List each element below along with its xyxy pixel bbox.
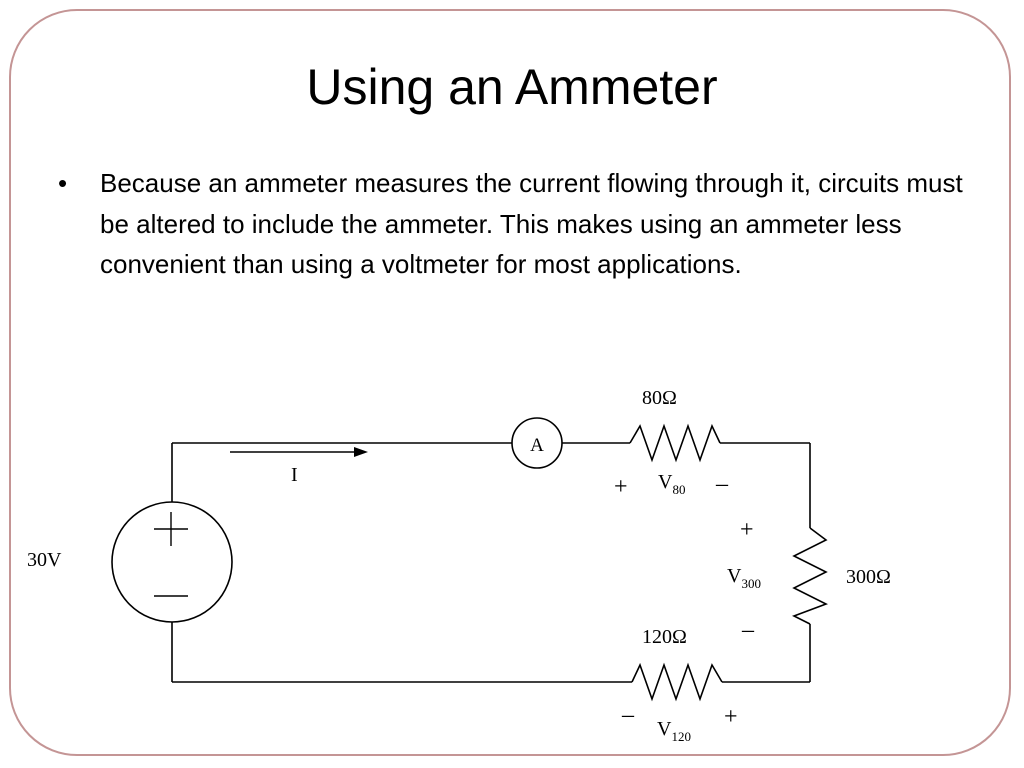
slide-frame bbox=[9, 9, 1011, 756]
v300-minus-sign: – bbox=[741, 617, 755, 643]
v300-plus-sign: + bbox=[740, 517, 754, 543]
bullet-icon: • bbox=[58, 168, 68, 198]
v120-label: V120 bbox=[657, 718, 691, 744]
resistor-80-symbol bbox=[629, 423, 721, 463]
current-label: I bbox=[291, 464, 298, 486]
v120-minus-sign: – bbox=[621, 702, 635, 728]
v300-label: V300 bbox=[727, 565, 761, 591]
resistor-120-symbol bbox=[631, 662, 723, 702]
voltage-source-symbol bbox=[111, 501, 233, 623]
current-arrow-head bbox=[354, 447, 368, 457]
resistor-120-label: 120Ω bbox=[642, 626, 687, 648]
resistor-300-symbol bbox=[792, 527, 828, 625]
ammeter-label: A bbox=[530, 435, 544, 456]
ammeter-symbol bbox=[511, 417, 563, 469]
v80-plus-sign: + bbox=[614, 474, 628, 500]
slide-title: Using an Ammeter bbox=[306, 59, 718, 115]
source-voltage-label: 30V bbox=[27, 549, 62, 571]
bullet-text: Because an ammeter measures the current … bbox=[100, 168, 963, 279]
v120-plus-sign: + bbox=[724, 704, 738, 730]
resistor-300-label: 300Ω bbox=[846, 566, 891, 588]
v80-label: V80 bbox=[658, 471, 685, 497]
v80-minus-sign: – bbox=[715, 471, 729, 497]
resistor-80-label: 80Ω bbox=[642, 387, 677, 409]
